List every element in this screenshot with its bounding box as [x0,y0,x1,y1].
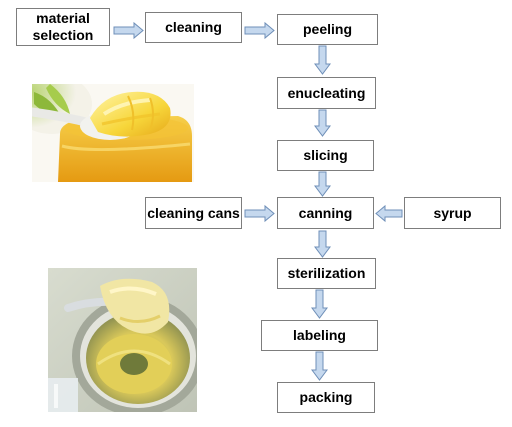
sterilization-box: sterilization [277,258,376,289]
cleaning-box: cleaning [145,12,242,43]
arrow-slicing-to-canning [314,171,331,197]
peeling-label: peeling [302,21,352,37]
labeling-box: labeling [261,320,378,351]
material-selection-box: material selection [16,8,110,46]
arrow-syrup-to-canning [375,204,403,223]
syrup-label: syrup [433,204,472,221]
arrow-peeling-to-enucleating [314,45,331,75]
slicing-box: slicing [277,140,374,171]
material-selection-line1: material [36,10,90,26]
cleaning-cans-box: cleaning cans [145,197,242,229]
arrow-labeling-to-packing [311,351,328,381]
pineapple-can-photo [48,268,197,412]
sterilization-label: sterilization [287,265,366,281]
labeling-label: labeling [293,327,346,343]
arrow-canning-to-sterilization [314,230,331,258]
arrow-enucleating-to-slicing [314,109,331,137]
enucleating-label: enucleating [287,84,366,101]
syrup-box: syrup [404,197,501,229]
arrow-sterilization-to-labeling [311,289,328,319]
enucleating-box: enucleating [277,77,376,109]
cleaning-label: cleaning [165,19,222,35]
arrow-cleaning-to-peeling [244,21,275,40]
pineapple-jar-photo [32,84,194,182]
cleaning-cans-label: cleaning cans [147,204,240,221]
material-selection-line2: selection [32,27,94,43]
arrow-material-to-cleaning [113,21,144,40]
peeling-box: peeling [277,14,378,45]
arrow-cleaning-cans-to-canning [244,204,275,223]
slicing-label: slicing [303,147,348,163]
canning-box: canning [277,197,374,229]
canning-label: canning [298,204,353,221]
packing-label: packing [299,389,353,405]
packing-box: packing [277,382,375,413]
